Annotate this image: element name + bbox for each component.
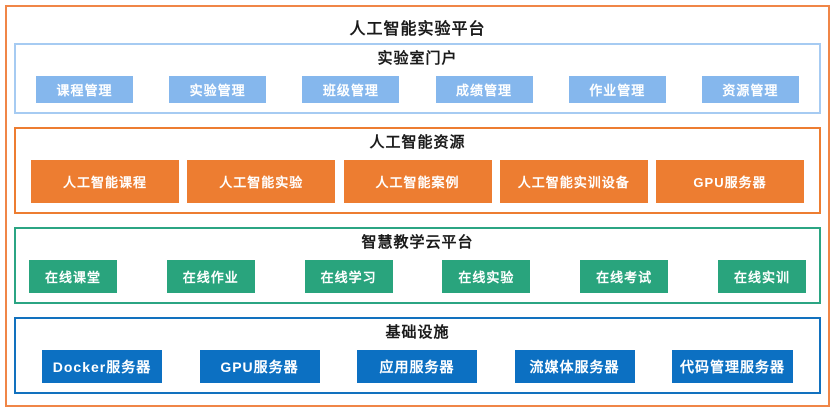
resource-btn-ai-courses: 人工智能课程 [31, 160, 179, 203]
infra-btn-streaming-server: 流媒体服务器 [514, 350, 635, 383]
ai-resources-title: 人工智能资源 [369, 134, 466, 151]
portal-btn-course-management: 课程管理 [36, 76, 133, 103]
infrastructure-title: 基础设施 [385, 324, 450, 341]
platform-title: 人工智能实验平台 [349, 21, 486, 38]
infra-btn-docker-server: Docker服务器 [42, 350, 162, 383]
portal-btn-class-management: 班级管理 [302, 76, 400, 103]
smart-teaching-cloud-title: 智慧教学云平台 [361, 234, 474, 251]
portal-btn-experiment-management: 实验管理 [169, 76, 267, 103]
cloud-btn-online-training: 在线实训 [717, 260, 806, 293]
smart-teaching-cloud-row: 在线课堂 在线作业 在线学习 在线实验 在线考试 在线实训 [16, 260, 819, 293]
section-lab-portal: 实验室门户 课程管理 实验管理 班级管理 成绩管理 作业管理 资源管理 [14, 43, 821, 114]
resource-btn-ai-training-equipment: 人工智能实训设备 [499, 160, 648, 203]
infra-btn-gpu-server: GPU服务器 [199, 350, 320, 383]
portal-btn-grade-management: 成绩管理 [435, 76, 533, 103]
cloud-btn-online-homework: 在线作业 [166, 260, 255, 293]
cloud-btn-online-learning: 在线学习 [304, 260, 393, 293]
resource-btn-ai-experiments: 人工智能实验 [187, 160, 336, 203]
resource-btn-gpu-server: GPU服务器 [656, 160, 804, 203]
cloud-btn-online-experiment: 在线实验 [442, 260, 531, 293]
resource-btn-ai-cases: 人工智能案例 [343, 160, 492, 203]
portal-btn-resource-management: 资源管理 [701, 76, 799, 103]
section-smart-teaching-cloud: 智慧教学云平台 在线课堂 在线作业 在线学习 在线实验 在线考试 在线实训 [14, 227, 821, 304]
lab-portal-title: 实验室门户 [377, 50, 458, 67]
infra-btn-code-management-server: 代码管理服务器 [672, 350, 793, 383]
cloud-btn-online-exam: 在线考试 [580, 260, 669, 293]
platform-outer-frame: 人工智能实验平台 实验室门户 课程管理 实验管理 班级管理 成绩管理 作业管理 … [5, 5, 830, 407]
infra-btn-app-server: 应用服务器 [357, 350, 477, 383]
cloud-btn-online-classroom: 在线课堂 [29, 260, 117, 293]
section-ai-resources: 人工智能资源 人工智能课程 人工智能实验 人工智能案例 人工智能实训设备 GPU… [14, 127, 821, 214]
ai-resources-row: 人工智能课程 人工智能实验 人工智能案例 人工智能实训设备 GPU服务器 [16, 160, 819, 203]
section-infrastructure: 基础设施 Docker服务器 GPU服务器 应用服务器 流媒体服务器 代码管理服… [14, 317, 821, 394]
portal-btn-homework-management: 作业管理 [568, 76, 666, 103]
infrastructure-row: Docker服务器 GPU服务器 应用服务器 流媒体服务器 代码管理服务器 [16, 350, 819, 383]
lab-portal-row: 课程管理 实验管理 班级管理 成绩管理 作业管理 资源管理 [16, 76, 819, 103]
